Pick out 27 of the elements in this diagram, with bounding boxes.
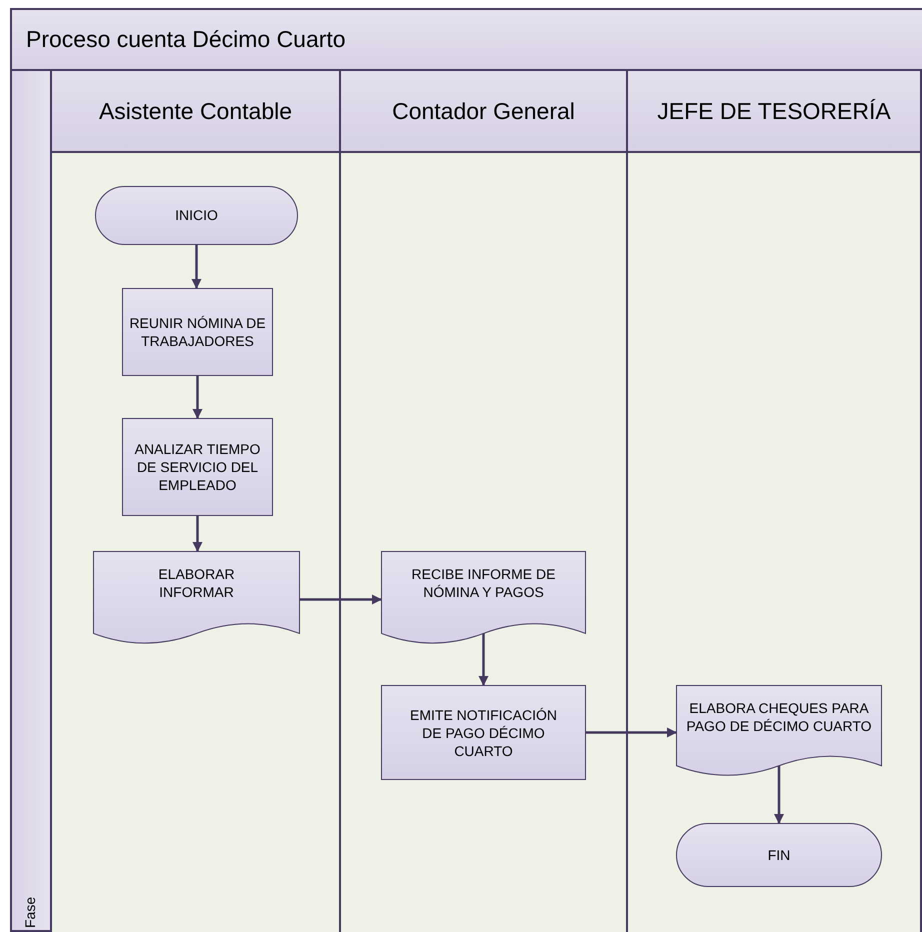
arrow [478,633,488,686]
arrow [300,594,382,604]
swimlane [341,71,628,932]
swimlane [52,71,341,932]
node-label: ELABORA CHEQUES PARA PAGO DE DÉCIMO CUARTO [685,699,873,735]
phase-band [10,71,52,932]
node-label: FIN [768,846,790,864]
node-label: ELABORAR INFORMAR [157,565,236,601]
process-box [122,418,273,516]
arrow [586,728,677,738]
arrow [774,766,784,824]
swimlane [628,71,922,932]
process-box [122,288,273,376]
lane-header: JEFE DE TESORERÍA [628,71,920,153]
node-label: RECIBE INFORME DE NÓMINA Y PAGOS [410,565,556,601]
arrow [192,516,202,552]
node-label: ANALIZAR TIEMPO DE SERVICIO DEL EMPLEADO [134,440,262,494]
node-label: REUNIR NÓMINA DE TRABAJADORES [128,314,267,350]
process-box [381,685,586,780]
diagram-title: Proceso cuenta Décimo Cuarto [26,25,346,54]
node-label: EMITE NOTIFICACIÓN DE PAGO DÉCIMO CUARTO [409,706,558,760]
phase-label: Fase [21,896,39,928]
node-label: INICIO [175,206,218,225]
arrow [192,245,202,289]
arrow [192,376,202,419]
lane-header: Asistente Contable [52,71,339,153]
lane-header: Contador General [341,71,626,153]
